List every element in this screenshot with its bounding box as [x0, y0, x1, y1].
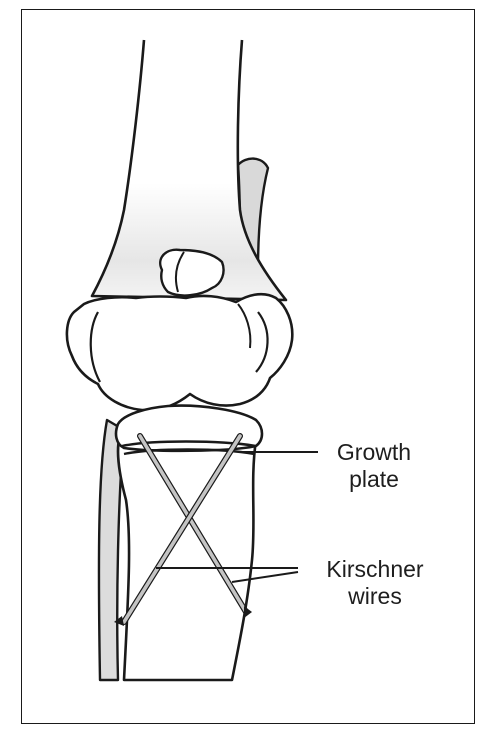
- growth-plate-label-line1: Growth: [318, 439, 430, 466]
- growth-plate-label-line2: plate: [318, 466, 430, 493]
- tibia: [118, 418, 256, 680]
- femoral-condyles: [67, 294, 292, 410]
- kirschner-wires-label: Kirschner wires: [298, 556, 452, 610]
- growth-plate-label: Growth plate: [318, 439, 430, 493]
- kirschner-wires-label-line2: wires: [298, 583, 452, 610]
- kirschner-wires-label-line1: Kirschner: [298, 556, 452, 583]
